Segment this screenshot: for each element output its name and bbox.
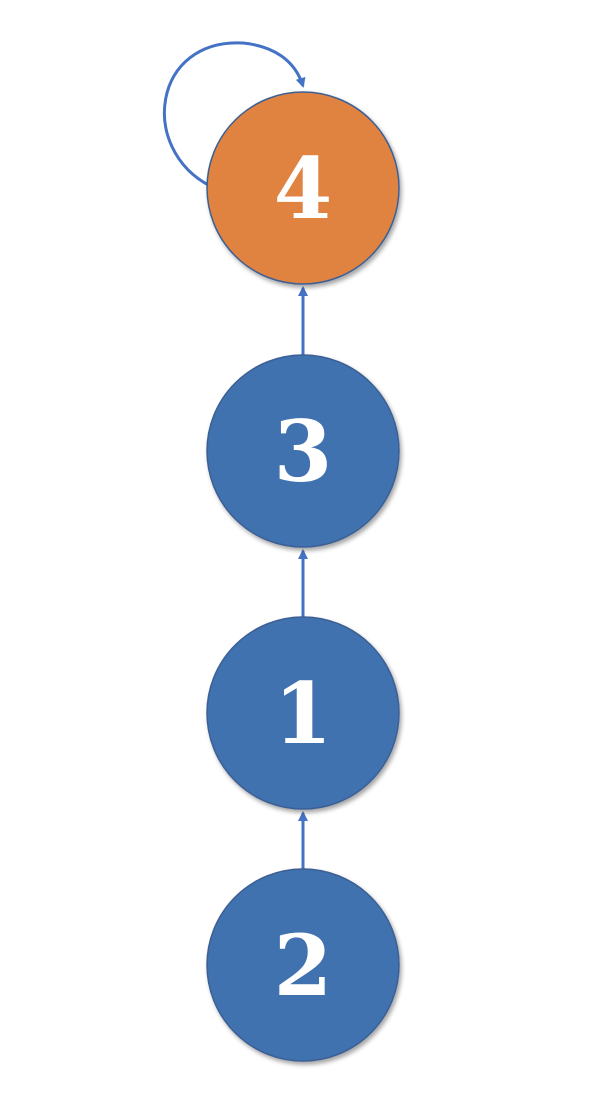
edges-layer bbox=[162, 41, 308, 869]
node-label-4: 4 bbox=[274, 139, 332, 238]
node-label-3: 3 bbox=[274, 402, 332, 501]
node-circle-4 bbox=[206, 91, 400, 285]
self-loop-edge-4 bbox=[162, 41, 306, 188]
node-4: 4 bbox=[206, 91, 400, 285]
node-circle-1 bbox=[206, 616, 400, 810]
node-3: 3 bbox=[206, 354, 400, 548]
node-label-2: 2 bbox=[274, 916, 332, 1015]
node-2: 2 bbox=[206, 868, 400, 1062]
nodes-layer: 4 3 1 2 bbox=[206, 91, 400, 1062]
node-label-1: 1 bbox=[274, 664, 332, 763]
node-1: 1 bbox=[206, 616, 400, 810]
node-circle-3 bbox=[206, 354, 400, 548]
node-circle-2 bbox=[206, 868, 400, 1062]
